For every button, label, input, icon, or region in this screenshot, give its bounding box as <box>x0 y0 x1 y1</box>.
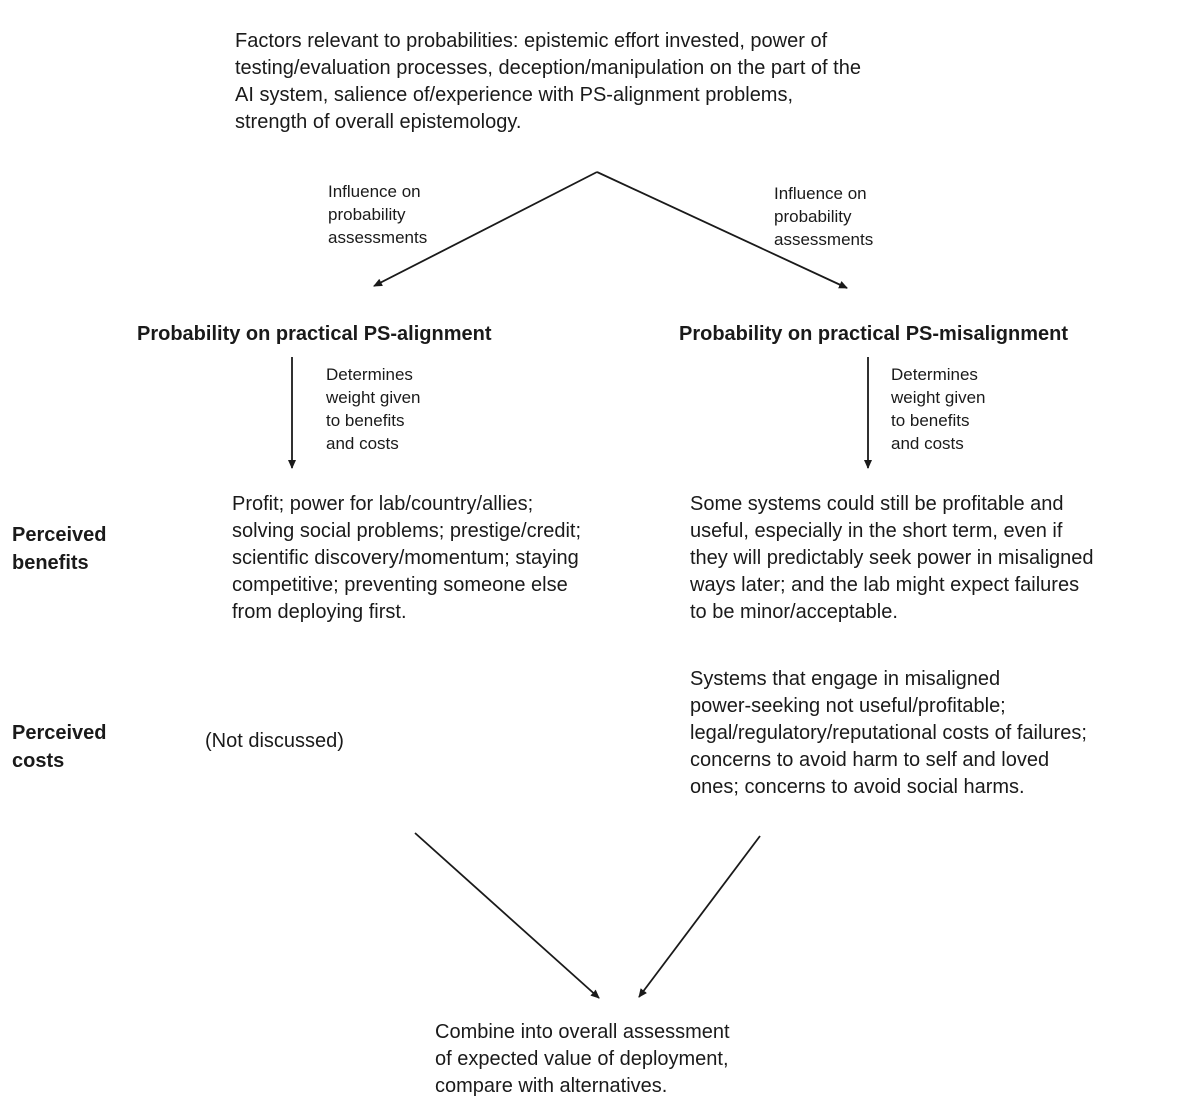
influence-label-right: Influence on probability assessments <box>774 184 874 249</box>
determines-label-left: Determines weight given to benefits and … <box>326 365 421 453</box>
probability-misalignment-heading: Probability on practical PS-misalignment <box>679 323 1068 345</box>
combine-arrow-left <box>414 832 600 999</box>
costs-misalignment-text: Systems that engage in misaligned power-… <box>690 668 1087 798</box>
influence-label-left: Influence on probability assessments <box>328 182 428 247</box>
benefits-alignment-text: Profit; power for lab/country/allies; so… <box>232 493 582 623</box>
perceived-benefits-row-label: Perceived benefits <box>12 524 107 574</box>
combine-arrow-right <box>638 835 761 998</box>
benefits-misalignment-text: Some systems could still be profitable a… <box>690 493 1094 623</box>
probability-alignment-heading: Probability on practical PS-alignment <box>137 323 492 345</box>
costs-alignment-text: (Not discussed) <box>205 730 344 752</box>
determines-label-right: Determines weight given to benefits and … <box>891 365 986 453</box>
factors-text: Factors relevant to probabilities: epist… <box>235 30 861 133</box>
perceived-costs-row-label: Perceived costs <box>12 722 107 772</box>
combine-text: Combine into overall assessment of expec… <box>435 1021 730 1097</box>
